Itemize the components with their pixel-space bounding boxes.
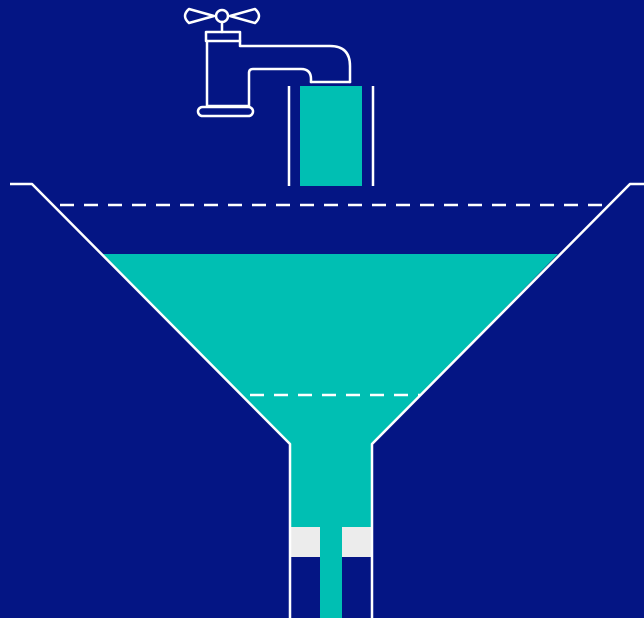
- filter-plug-right: [342, 527, 372, 557]
- filter-plug-left: [290, 527, 320, 557]
- water-stream: [300, 86, 362, 186]
- outflow-stream: [320, 527, 342, 618]
